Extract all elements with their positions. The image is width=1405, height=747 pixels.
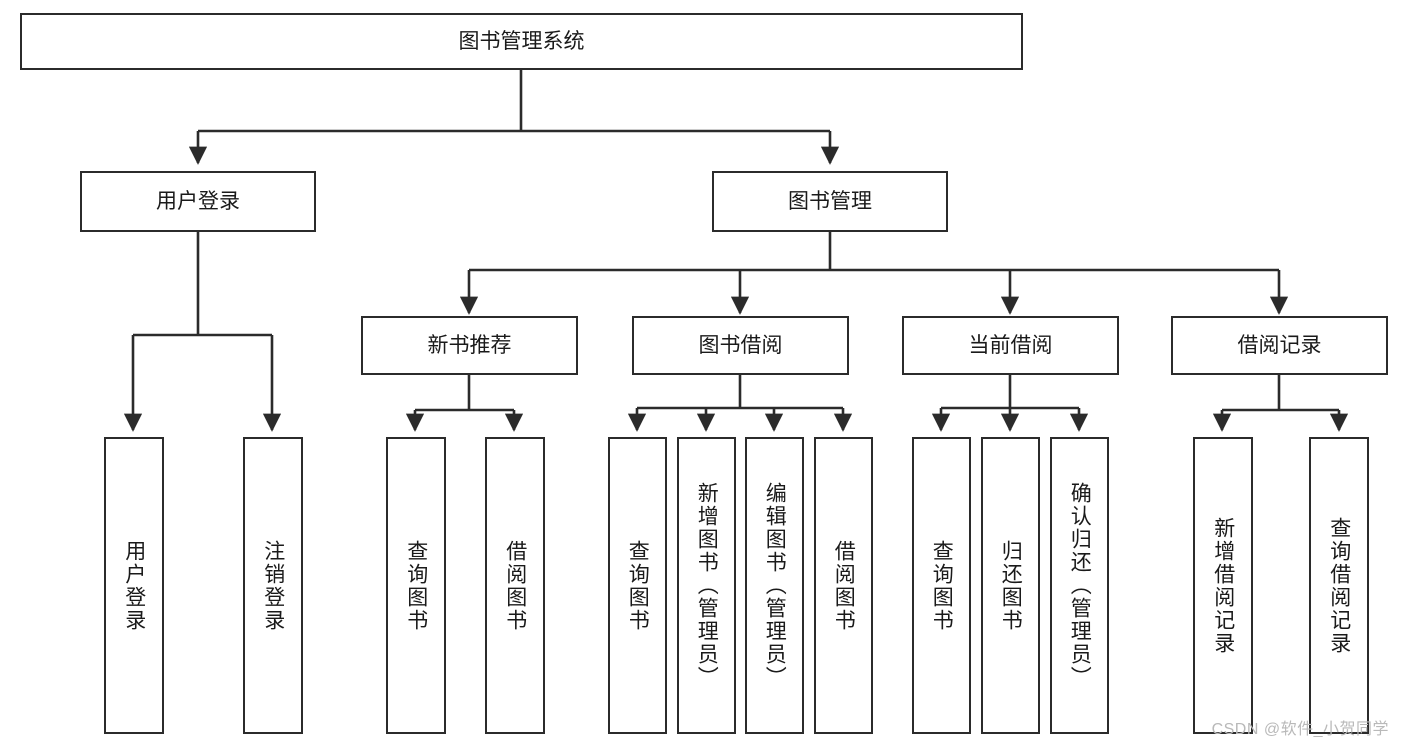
node-label: 归还图书	[999, 539, 1023, 632]
leaf-add-book-admin[interactable]: 新增图书（管理员）	[677, 437, 736, 734]
leaf-borrow-book[interactable]: 借阅图书	[814, 437, 873, 734]
node-label: 借阅图书	[503, 539, 527, 632]
leaf-add-borrow-record[interactable]: 新增借阅记录	[1193, 437, 1253, 734]
leaf-query-book-borrow[interactable]: 查询图书	[608, 437, 667, 734]
leaf-confirm-return-admin[interactable]: 确认归还（管理员）	[1050, 437, 1109, 734]
node-label: 查询图书	[626, 539, 650, 632]
leaf-borrow-book-recommend[interactable]: 借阅图书	[485, 437, 545, 734]
node-book-management[interactable]: 图书管理	[712, 171, 948, 232]
node-user-login[interactable]: 用户登录	[80, 171, 316, 232]
node-label: 当前借阅	[968, 333, 1053, 357]
node-label: 用户登录	[156, 189, 240, 213]
node-label: 查询借阅记录	[1327, 516, 1351, 655]
node-label: 查询图书	[404, 539, 428, 632]
node-label: 查询图书	[930, 539, 954, 632]
node-borrow-records[interactable]: 借阅记录	[1171, 316, 1388, 375]
node-label: 图书管理	[788, 189, 872, 213]
leaf-return-book[interactable]: 归还图书	[981, 437, 1040, 734]
node-book-borrow[interactable]: 图书借阅	[632, 316, 849, 375]
leaf-query-borrow-record[interactable]: 查询借阅记录	[1309, 437, 1369, 734]
node-new-book-recommend[interactable]: 新书推荐	[361, 316, 578, 375]
node-root-book-management-system[interactable]: 图书管理系统	[20, 13, 1023, 70]
leaf-logout[interactable]: 注销登录	[243, 437, 303, 734]
node-label: 注销登录	[261, 539, 285, 632]
node-label: 用户登录	[122, 539, 146, 632]
node-label: 新书推荐	[427, 333, 512, 357]
node-label: 编辑图书（管理员）	[763, 482, 787, 689]
leaf-user-login[interactable]: 用户登录	[104, 437, 164, 734]
node-label: 图书管理系统	[458, 29, 585, 53]
node-label: 借阅图书	[832, 539, 856, 632]
leaf-query-book-current[interactable]: 查询图书	[912, 437, 971, 734]
csdn-watermark: CSDN @软件_小贺同学	[1211, 721, 1389, 738]
node-label: 新增图书（管理员）	[695, 482, 719, 689]
leaf-query-book-recommend[interactable]: 查询图书	[386, 437, 446, 734]
node-label: 借阅记录	[1237, 333, 1322, 357]
leaf-edit-book-admin[interactable]: 编辑图书（管理员）	[745, 437, 804, 734]
node-label: 确认归还（管理员）	[1068, 482, 1092, 689]
node-current-borrow[interactable]: 当前借阅	[902, 316, 1119, 375]
node-label: 图书借阅	[698, 333, 783, 357]
node-label: 新增借阅记录	[1211, 516, 1235, 655]
